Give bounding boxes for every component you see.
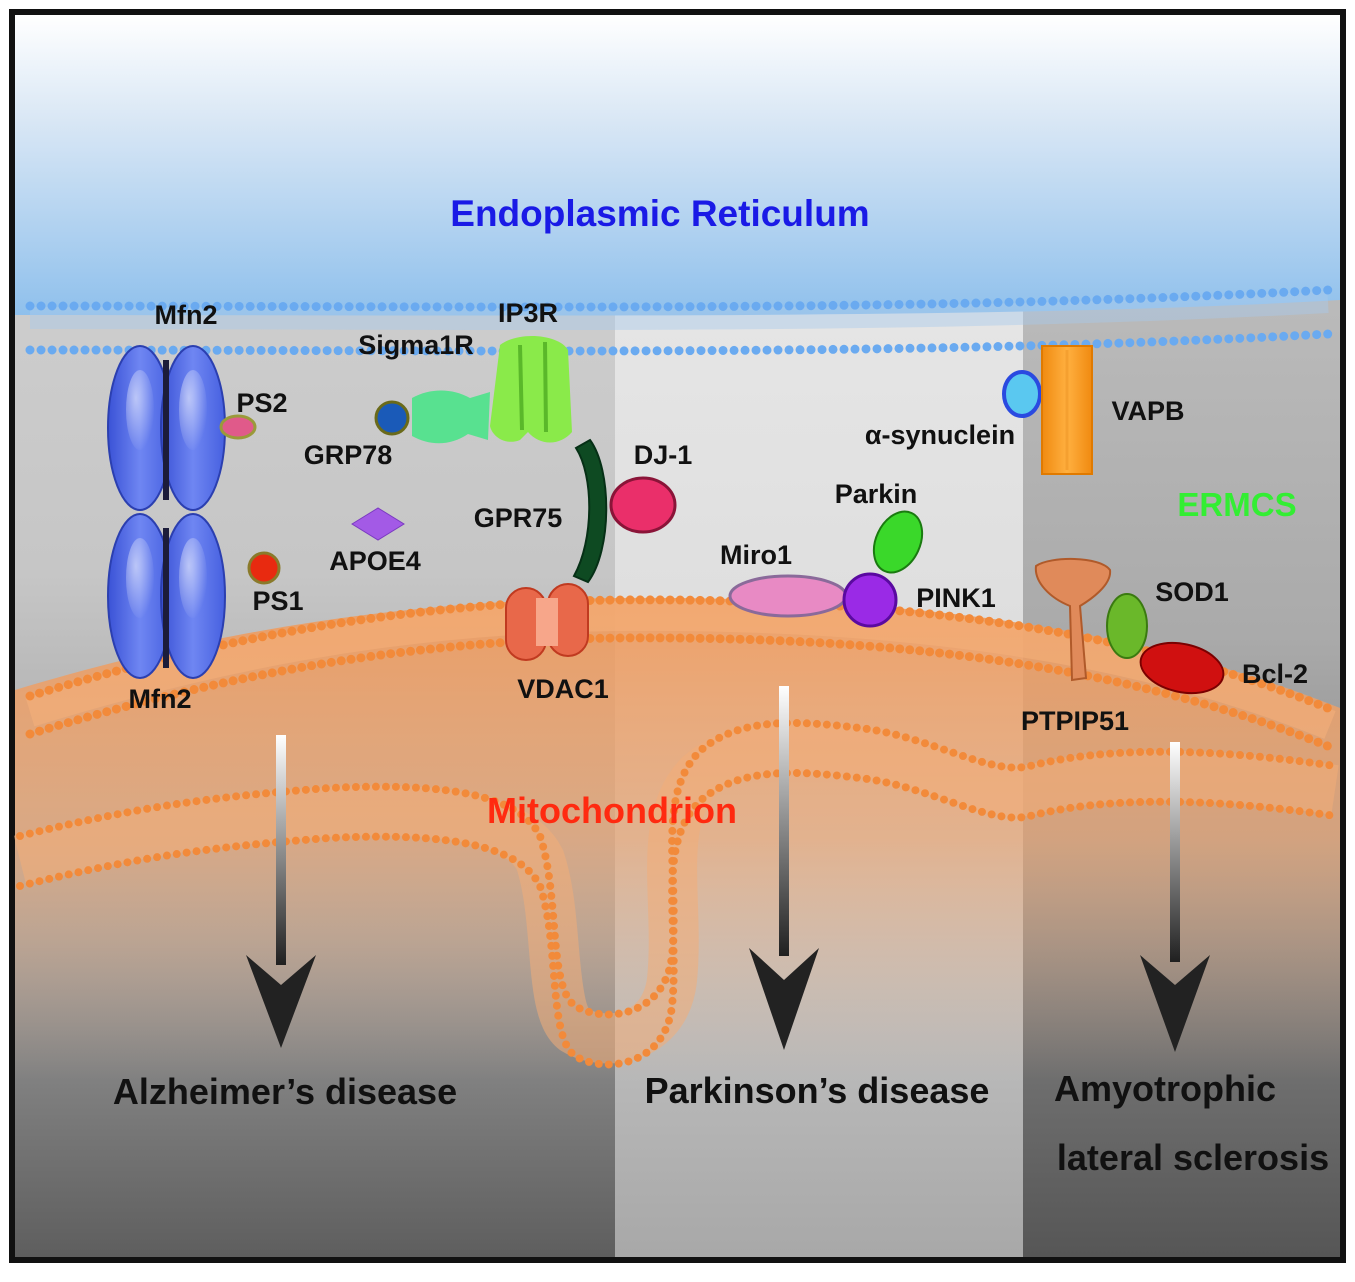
parkinsons-label: Parkinson’s disease — [645, 1070, 990, 1111]
alpha-synuclein-shape — [1002, 370, 1042, 418]
miro1-shape — [728, 574, 848, 618]
sod1-shape — [1106, 593, 1148, 659]
vapb-label: VAPB — [1111, 396, 1184, 426]
gpr75-shape — [572, 438, 608, 584]
er-membrane — [25, 285, 1333, 356]
apoe4-label: APOE4 — [329, 546, 421, 576]
ip3r-shape — [490, 335, 572, 443]
ptpip51-shape — [1034, 558, 1112, 682]
sigma1r-label: Sigma1R — [358, 330, 474, 360]
parkin-shape — [872, 510, 924, 574]
alpha-synuclein-label: α-synuclein — [865, 420, 1015, 450]
er-lumen — [15, 15, 1340, 316]
mito-inner-membrane — [13, 718, 1339, 1069]
arrow-alzheimers — [246, 735, 316, 1048]
dj1-shape — [609, 476, 677, 534]
ip3r-label: IP3R — [498, 298, 558, 328]
ermcs-label: ERMCS — [1177, 486, 1296, 523]
mito-label: Mitochondrion — [487, 790, 737, 831]
mfn2-top-shape — [107, 345, 226, 511]
mfn2-bottom-shape — [107, 513, 226, 679]
ps2-shape — [219, 414, 257, 440]
pink1-label: PINK1 — [916, 583, 996, 613]
grp78-shape — [374, 400, 410, 436]
pink1-shape — [842, 572, 898, 628]
mfn2-top-label: Mfn2 — [155, 300, 218, 330]
ps2-label: PS2 — [236, 388, 287, 418]
als-label-line1: Amyotrophic — [1054, 1068, 1276, 1109]
vdac1-shape — [505, 583, 589, 661]
bcl2-shape — [1139, 641, 1225, 695]
dj1-label: DJ-1 — [634, 440, 693, 470]
ps1-label: PS1 — [252, 586, 303, 616]
er-label: Endoplasmic Reticulum — [450, 193, 869, 234]
sod1-label: SOD1 — [1155, 577, 1229, 607]
als-label-line2: lateral sclerosis — [1057, 1137, 1329, 1178]
arrow-als — [1140, 742, 1210, 1052]
arrow-parkinsons — [749, 686, 819, 1050]
parkin-label: Parkin — [835, 479, 918, 509]
mfn2-bottom-label: Mfn2 — [129, 684, 192, 714]
ps1-shape — [247, 551, 281, 585]
sigma1r-shape — [412, 390, 490, 444]
ptpip51-label: PTPIP51 — [1021, 706, 1129, 736]
vdac1-label: VDAC1 — [517, 674, 609, 704]
miro1-label: Miro1 — [720, 540, 792, 570]
apoe4-shape — [351, 507, 405, 541]
bcl2-label: Bcl-2 — [1242, 659, 1308, 689]
grp78-label: GRP78 — [304, 440, 393, 470]
vapb-shape — [1041, 345, 1093, 475]
alzheimers-label: Alzheimer’s disease — [113, 1071, 457, 1112]
gpr75-label: GPR75 — [474, 503, 563, 533]
